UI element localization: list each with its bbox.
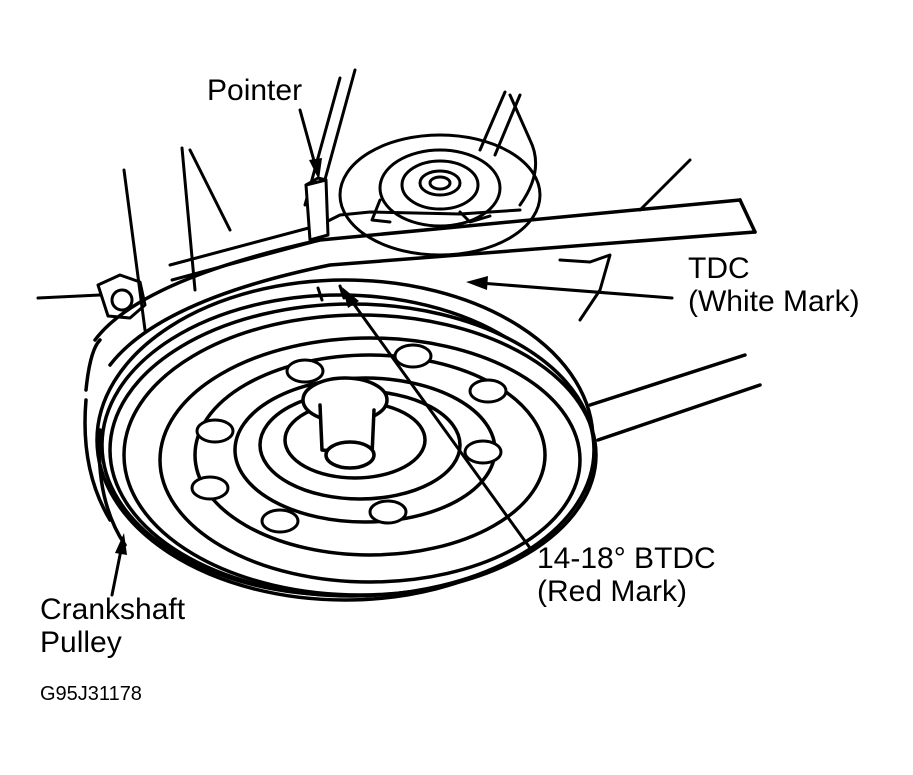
btdc-label-line2: (Red Mark) [537, 575, 688, 608]
upper-pulley [338, 133, 542, 257]
engine-cover-lines [36, 68, 692, 332]
btdc-arrowhead [342, 287, 359, 308]
mount-bolt [96, 273, 147, 320]
pulley-bolt-holes [190, 343, 508, 534]
tdc-label-line2: (White Mark) [688, 285, 860, 318]
btdc-label-line1: 14-18° BTDC [537, 542, 716, 575]
timing-pointer [304, 176, 330, 242]
pulley-arrowhead [115, 533, 127, 555]
arrowheads [115, 158, 488, 555]
pulley-label-line1: Crankshaft [40, 593, 186, 626]
timing-marks [316, 284, 346, 302]
tdc-arrowhead [466, 276, 488, 290]
btdc-leader [346, 294, 532, 550]
pointer-label: Pointer [207, 74, 303, 107]
drive-belt [84, 198, 762, 442]
tdc-label-line1: TDC [688, 252, 750, 285]
tdc-leader [478, 281, 674, 300]
pointer-leader [298, 108, 318, 170]
center-hub [301, 376, 389, 470]
pulley-label-line2: Pulley [40, 626, 122, 659]
figure-code: G95J31178 [40, 683, 142, 705]
pointer-arrowhead [309, 158, 322, 180]
